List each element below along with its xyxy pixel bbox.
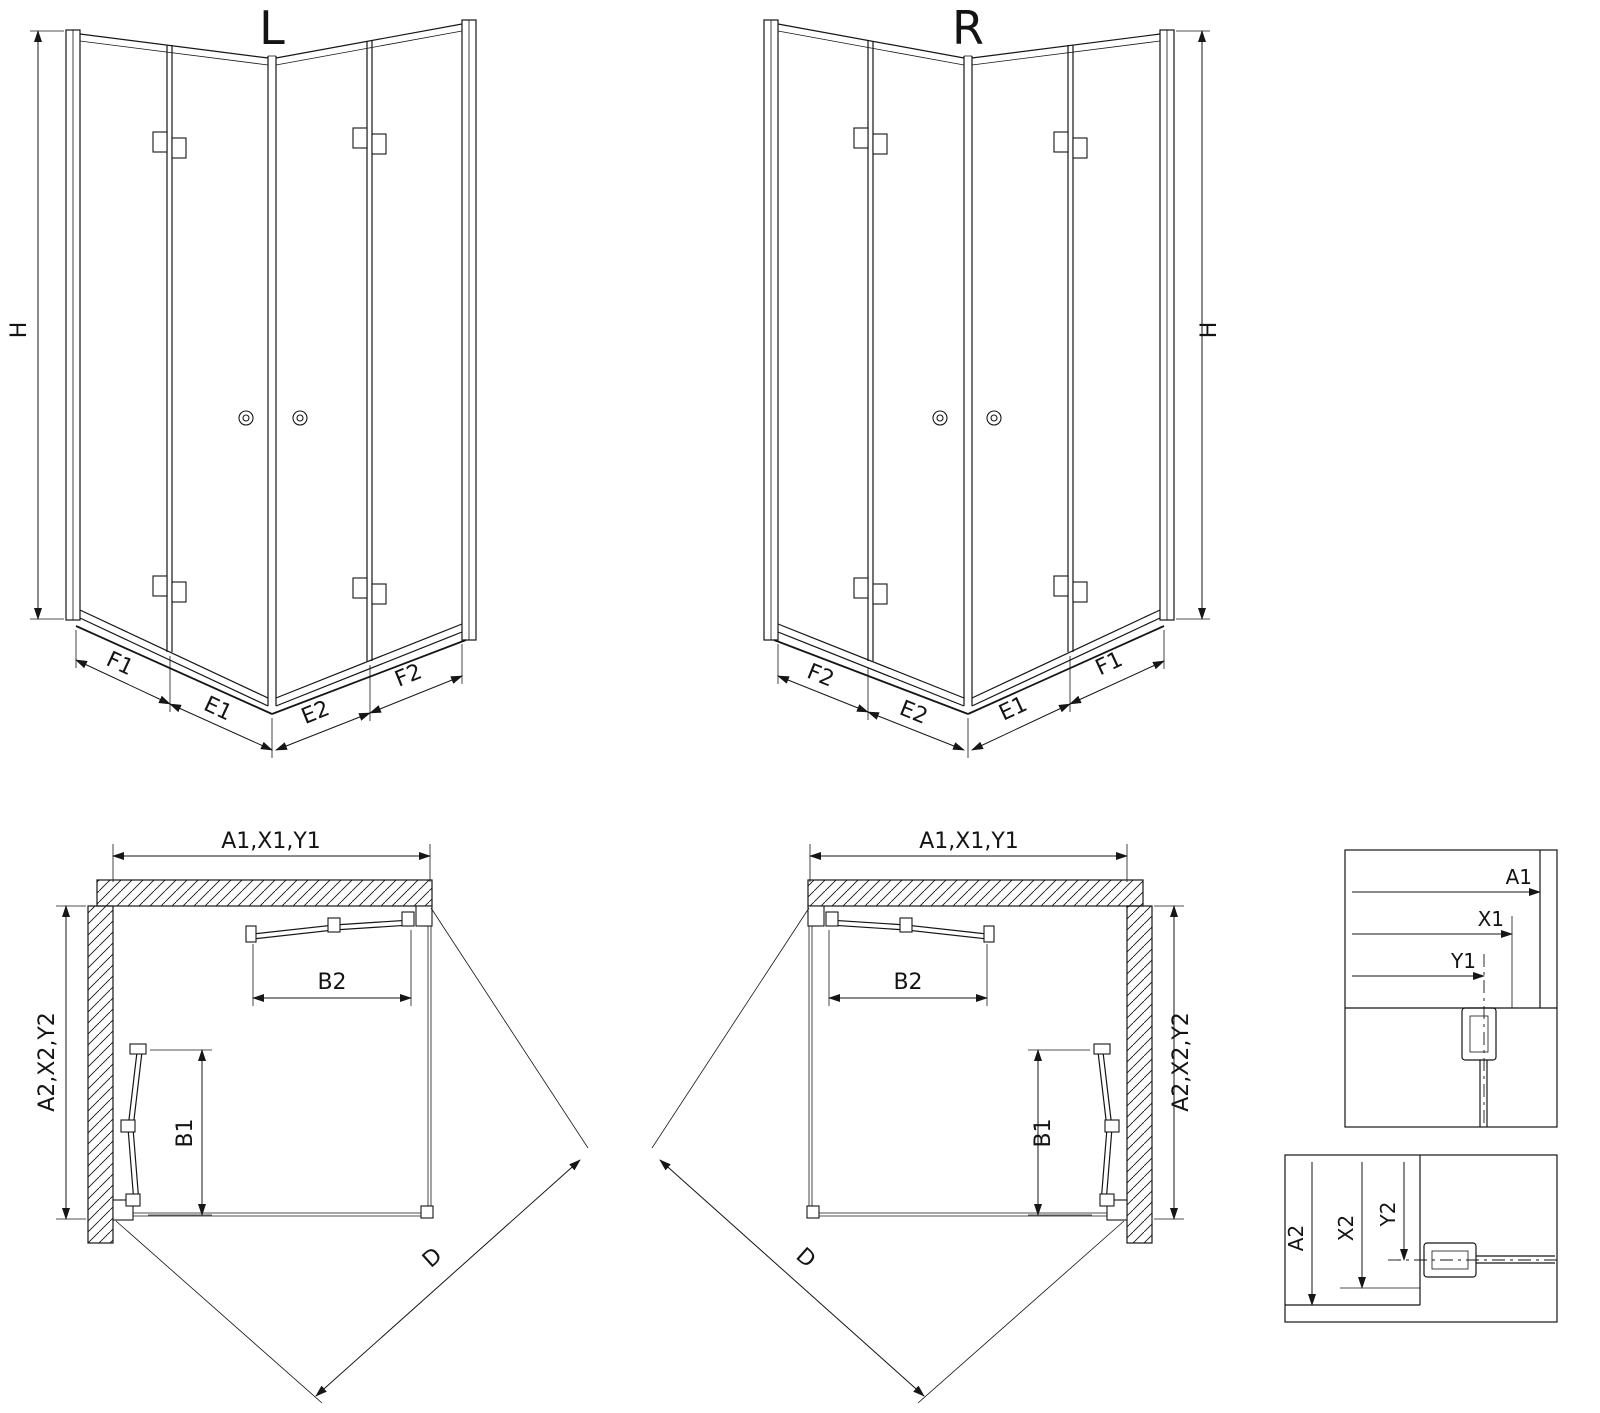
dim-y2: Y2 <box>1376 1162 1408 1261</box>
dim-label-d: D <box>418 1243 447 1273</box>
dim-label-y1: Y1 <box>1450 949 1476 973</box>
depth-dimension: A2,X2,Y2 <box>35 905 86 1220</box>
height-dimension-left: H <box>7 30 64 620</box>
front-view-right: R <box>763 1 1222 758</box>
door-top-dimension: B2 <box>252 930 412 1006</box>
fold-hinges <box>152 127 387 605</box>
detail-profile-bottom: A2 X2 Y2 <box>1284 1154 1558 1323</box>
fold-hinges <box>853 127 1088 605</box>
dim-label-b2: B2 <box>893 970 922 995</box>
dim-a2: A2 <box>1284 1162 1316 1306</box>
dim-label-b1: B1 <box>173 1118 198 1147</box>
top-folding-door <box>825 911 995 943</box>
dim-label-h-left: H <box>7 322 32 339</box>
right-wall <box>1126 905 1153 1244</box>
plan-view-left: A1,X1,Y1 B2 <box>35 829 589 1404</box>
top-folding-door <box>245 911 415 943</box>
dim-label-depth: A2,X2,Y2 <box>35 1012 60 1112</box>
detail-box <box>1344 849 1558 1128</box>
door-top-dimension: B2 <box>828 930 988 1006</box>
profile-cross-section <box>1423 1242 1555 1278</box>
dim-label-depth: A2,X2,Y2 <box>1169 1012 1194 1112</box>
door-side-dimension: B1 <box>148 1049 212 1216</box>
dim-x2: X2 <box>1334 1162 1366 1289</box>
top-wall <box>96 879 433 907</box>
dim-label-x1: X1 <box>1478 907 1504 931</box>
dim-label-h-right: H <box>1197 322 1222 339</box>
diagonal-dimension: D <box>651 907 1125 1404</box>
left-wall <box>87 905 114 1244</box>
dim-label-f2: F2 <box>803 659 837 692</box>
dim-y1: Y1 <box>1352 949 1485 980</box>
wall-profiles-left-view <box>65 19 477 641</box>
side-folding-door <box>120 1043 147 1207</box>
profile-cross-section <box>1461 1007 1497 1127</box>
dim-label-f1: F1 <box>1092 647 1127 681</box>
dim-label-e1: E1 <box>200 692 236 726</box>
dim-label-x2: X2 <box>1334 1215 1358 1241</box>
enclosure-outline <box>112 905 434 1221</box>
corner-edge <box>267 55 277 706</box>
side-folding-door <box>1093 1043 1120 1207</box>
door-knobs <box>238 410 308 426</box>
view-title-right: R <box>952 1 984 55</box>
bottom-dimensions-left-view: F1 E1 E2 F2 <box>75 630 463 758</box>
top-wall <box>807 879 1144 907</box>
dim-x1: X1 <box>1352 907 1513 938</box>
plan-view-right: A1,X1,Y1 B2 <box>651 829 1194 1404</box>
dim-a1: A1 <box>1352 865 1541 896</box>
dim-label-a1: A1 <box>1506 865 1532 889</box>
dim-label-y2: Y2 <box>1376 1202 1400 1228</box>
dim-label-b2: B2 <box>317 970 346 995</box>
detail-profile-top: A1 X1 Y1 <box>1344 849 1558 1128</box>
width-dimension: A1,X1,Y1 <box>809 829 1128 882</box>
fold-lines <box>867 41 1074 661</box>
detail-box <box>1284 1154 1558 1323</box>
dim-label-d: D <box>791 1243 820 1273</box>
fold-lines <box>166 41 373 661</box>
enclosure-outline <box>806 905 1128 1221</box>
dim-label-width: A1,X1,Y1 <box>919 829 1019 854</box>
front-view-left: L <box>7 1 477 758</box>
width-dimension: A1,X1,Y1 <box>112 829 431 882</box>
depth-dimension: A2,X2,Y2 <box>1154 905 1194 1220</box>
bottom-rail <box>75 609 467 715</box>
door-side-dimension: B1 <box>1028 1049 1092 1216</box>
bottom-dimensions-right-view: F2 E2 E1 F1 <box>777 630 1165 758</box>
dim-label-a2: A2 <box>1284 1225 1308 1251</box>
glass-top-edges <box>79 23 463 66</box>
wall-profiles-right-view <box>763 19 1175 641</box>
dim-label-b1: B1 <box>1031 1118 1056 1147</box>
door-knobs <box>932 410 1002 426</box>
height-dimension-right: H <box>1176 30 1222 620</box>
diagonal-dimension: D <box>115 907 589 1404</box>
view-title-left: L <box>259 1 285 55</box>
dim-label-f2: F2 <box>392 659 426 692</box>
glass-top-edges <box>777 23 1161 66</box>
dim-label-width: A1,X1,Y1 <box>221 829 321 854</box>
bottom-rail <box>773 609 1165 715</box>
dim-label-f1: F1 <box>102 647 137 681</box>
corner-edge <box>963 55 973 706</box>
dim-label-e1: E1 <box>995 692 1031 726</box>
